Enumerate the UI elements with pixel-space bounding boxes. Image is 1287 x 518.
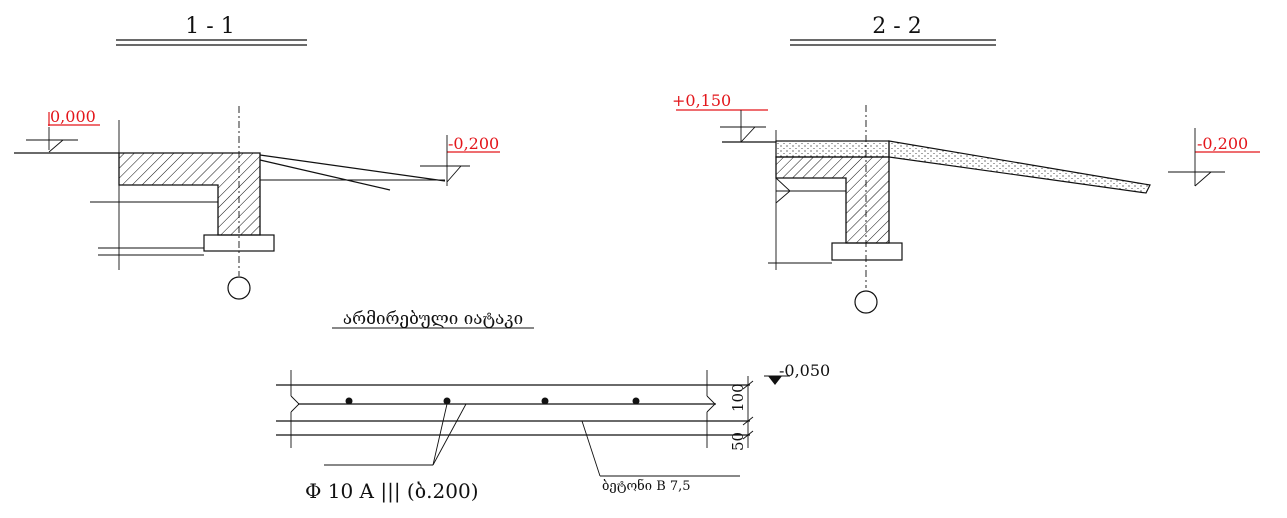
slab-level-label: -0,050: [779, 361, 830, 380]
rebar-label: Φ 10 A ||| (ბ.200): [305, 479, 479, 504]
level-label-2-2-a: +0,150: [672, 91, 731, 110]
level-mark-plus-0-150: +0,150: [672, 91, 768, 143]
level-mark-minus-0-200-a: -0,200: [420, 134, 500, 186]
rebar-dot: [443, 397, 451, 405]
dimension-100: 100: [729, 383, 747, 412]
section-2-2-title: 2 - 2: [872, 14, 921, 39]
dimension-50: 50: [729, 432, 747, 451]
level-triangle-icon: [768, 376, 782, 385]
axis-marker-1-1: [227, 276, 251, 300]
footing-2-2: [831, 242, 903, 261]
slab-detail-title: არმირებული იატაკი: [343, 309, 523, 329]
level-label-1-1-a: 0,000: [50, 107, 96, 126]
rebar-dot: [632, 397, 640, 405]
rebar-dot: [345, 397, 353, 405]
section-1-1: 1 - 1 0,000: [14, 14, 500, 300]
level-label-1-1-b: -0,200: [448, 134, 499, 153]
sloped-paving-2-2: [888, 140, 1151, 194]
section-2-2: 2 - 2 +0,150: [672, 14, 1260, 314]
foundation-hatched-2-2: [775, 156, 890, 244]
level-label-2-2-b: -0,200: [1197, 134, 1248, 153]
level-mark-0-000: 0,000: [26, 107, 100, 153]
screed-layer-2-2: [775, 140, 890, 158]
slab-detail: არმირებული იატაკი 100 50: [276, 309, 830, 504]
axis-marker-2-2: [854, 290, 878, 314]
level-mark-minus-0-200-b: -0,200: [1168, 128, 1260, 187]
concrete-label: ბეტონი B 7,5: [602, 478, 691, 494]
rebar-dot: [541, 397, 549, 405]
section-1-1-title: 1 - 1: [185, 14, 234, 39]
